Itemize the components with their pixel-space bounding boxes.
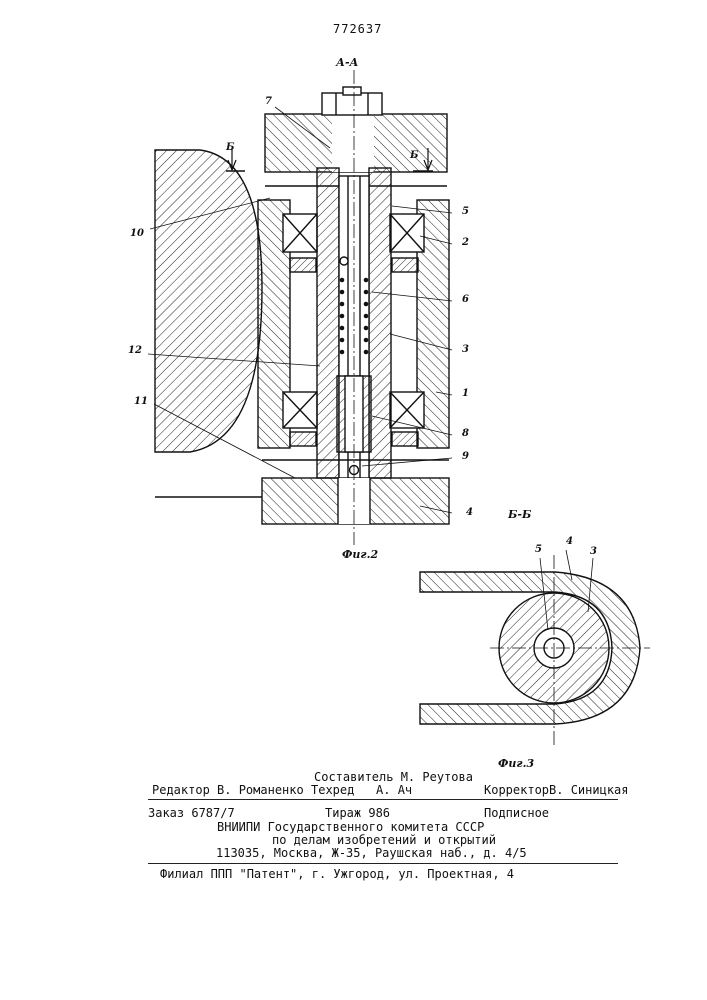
fig3-callout-3: 3 [590, 546, 597, 557]
figure-2-drawing [148, 70, 452, 545]
callout-7: 7 [265, 96, 272, 107]
imprint-org-line2: по делам изобретений и открытий [272, 833, 496, 847]
sleeve-left [317, 168, 339, 478]
bolt-head [322, 93, 382, 115]
callout-6: 6 [462, 294, 469, 305]
imprint-order: Заказ 6787/7 [148, 806, 235, 820]
section-mark-right: Б [410, 150, 419, 161]
callout-2: 2 [462, 237, 469, 248]
section-mark-left: Б [226, 142, 235, 153]
bearing-bottom-left [283, 392, 317, 428]
imprint-divider-bottom [148, 863, 618, 864]
bearing-top-left [283, 214, 317, 252]
imprint-editor: Редактор В. Романенко [152, 783, 304, 797]
section-title-b-b: Б-Б [508, 508, 531, 521]
callout-1: 1 [462, 388, 469, 399]
callout-5: 5 [462, 206, 469, 217]
callout-12: 12 [128, 345, 142, 356]
fig3-callout-4: 4 [566, 536, 573, 547]
imprint-branch: Филиал ППП "Патент", г. Ужгород, ул. Про… [160, 867, 514, 881]
figure-2-caption: Фиг.2 [342, 548, 378, 561]
figure-3-caption: Фиг.3 [498, 757, 534, 770]
imprint-subscription: Подписное [484, 806, 549, 820]
fig3-callout-5: 5 [535, 544, 542, 555]
callout-9: 9 [462, 451, 469, 462]
bearing-bottom-right [390, 392, 424, 428]
callout-11: 11 [134, 396, 148, 407]
figure-3-drawing [420, 550, 650, 745]
bearing-top-right [390, 214, 424, 252]
callout-10: 10 [130, 228, 144, 239]
imprint-divider-top [148, 799, 618, 800]
callout-8: 8 [462, 428, 469, 439]
imprint-techred: Техред А. Ач [311, 783, 412, 797]
imprint-address: 113035, Москва, Ж-35, Раушская наб., д. … [216, 846, 527, 860]
callout-3: 3 [462, 344, 469, 355]
left-body-part [155, 150, 262, 452]
imprint-circulation: Тираж 986 [325, 806, 390, 820]
sleeve-right [369, 168, 391, 478]
imprint-org-line1: ВНИИПИ Государственного комитета СССР [217, 820, 484, 834]
imprint-corrector: КорректорВ. Синицкая [484, 783, 629, 797]
imprint-compiler: Составитель М. Реутова [314, 770, 473, 784]
callout-4: 4 [466, 507, 473, 518]
section-title-a-a: А-А [336, 56, 358, 69]
